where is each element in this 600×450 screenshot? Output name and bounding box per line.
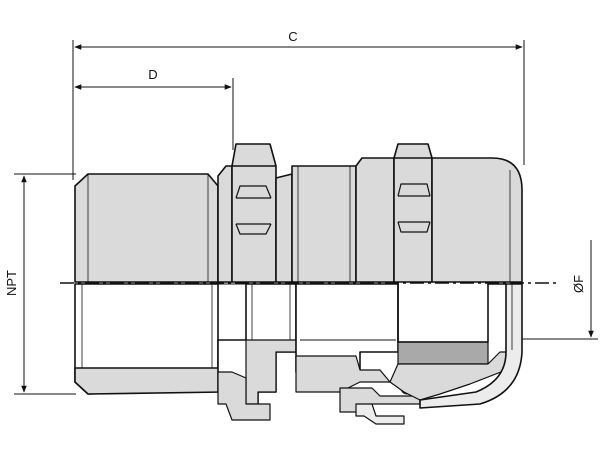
dimension-c [72,40,525,180]
dimension-npt [14,173,76,395]
dimension-d [74,78,234,150]
dimension-npt-label: NPT [4,270,19,296]
dimension-c-label: C [288,29,297,44]
dome-cap [431,157,523,283]
npt-thread-section [74,173,219,283]
seal-insert [397,341,489,365]
gland-lower-section [74,283,523,425]
dimension-f-label: ØF [571,275,586,293]
hex-nut-body [231,143,277,283]
dimension-d-label: D [148,67,157,82]
dimension-f [520,240,598,340]
gland-upper-exterior [74,143,523,283]
